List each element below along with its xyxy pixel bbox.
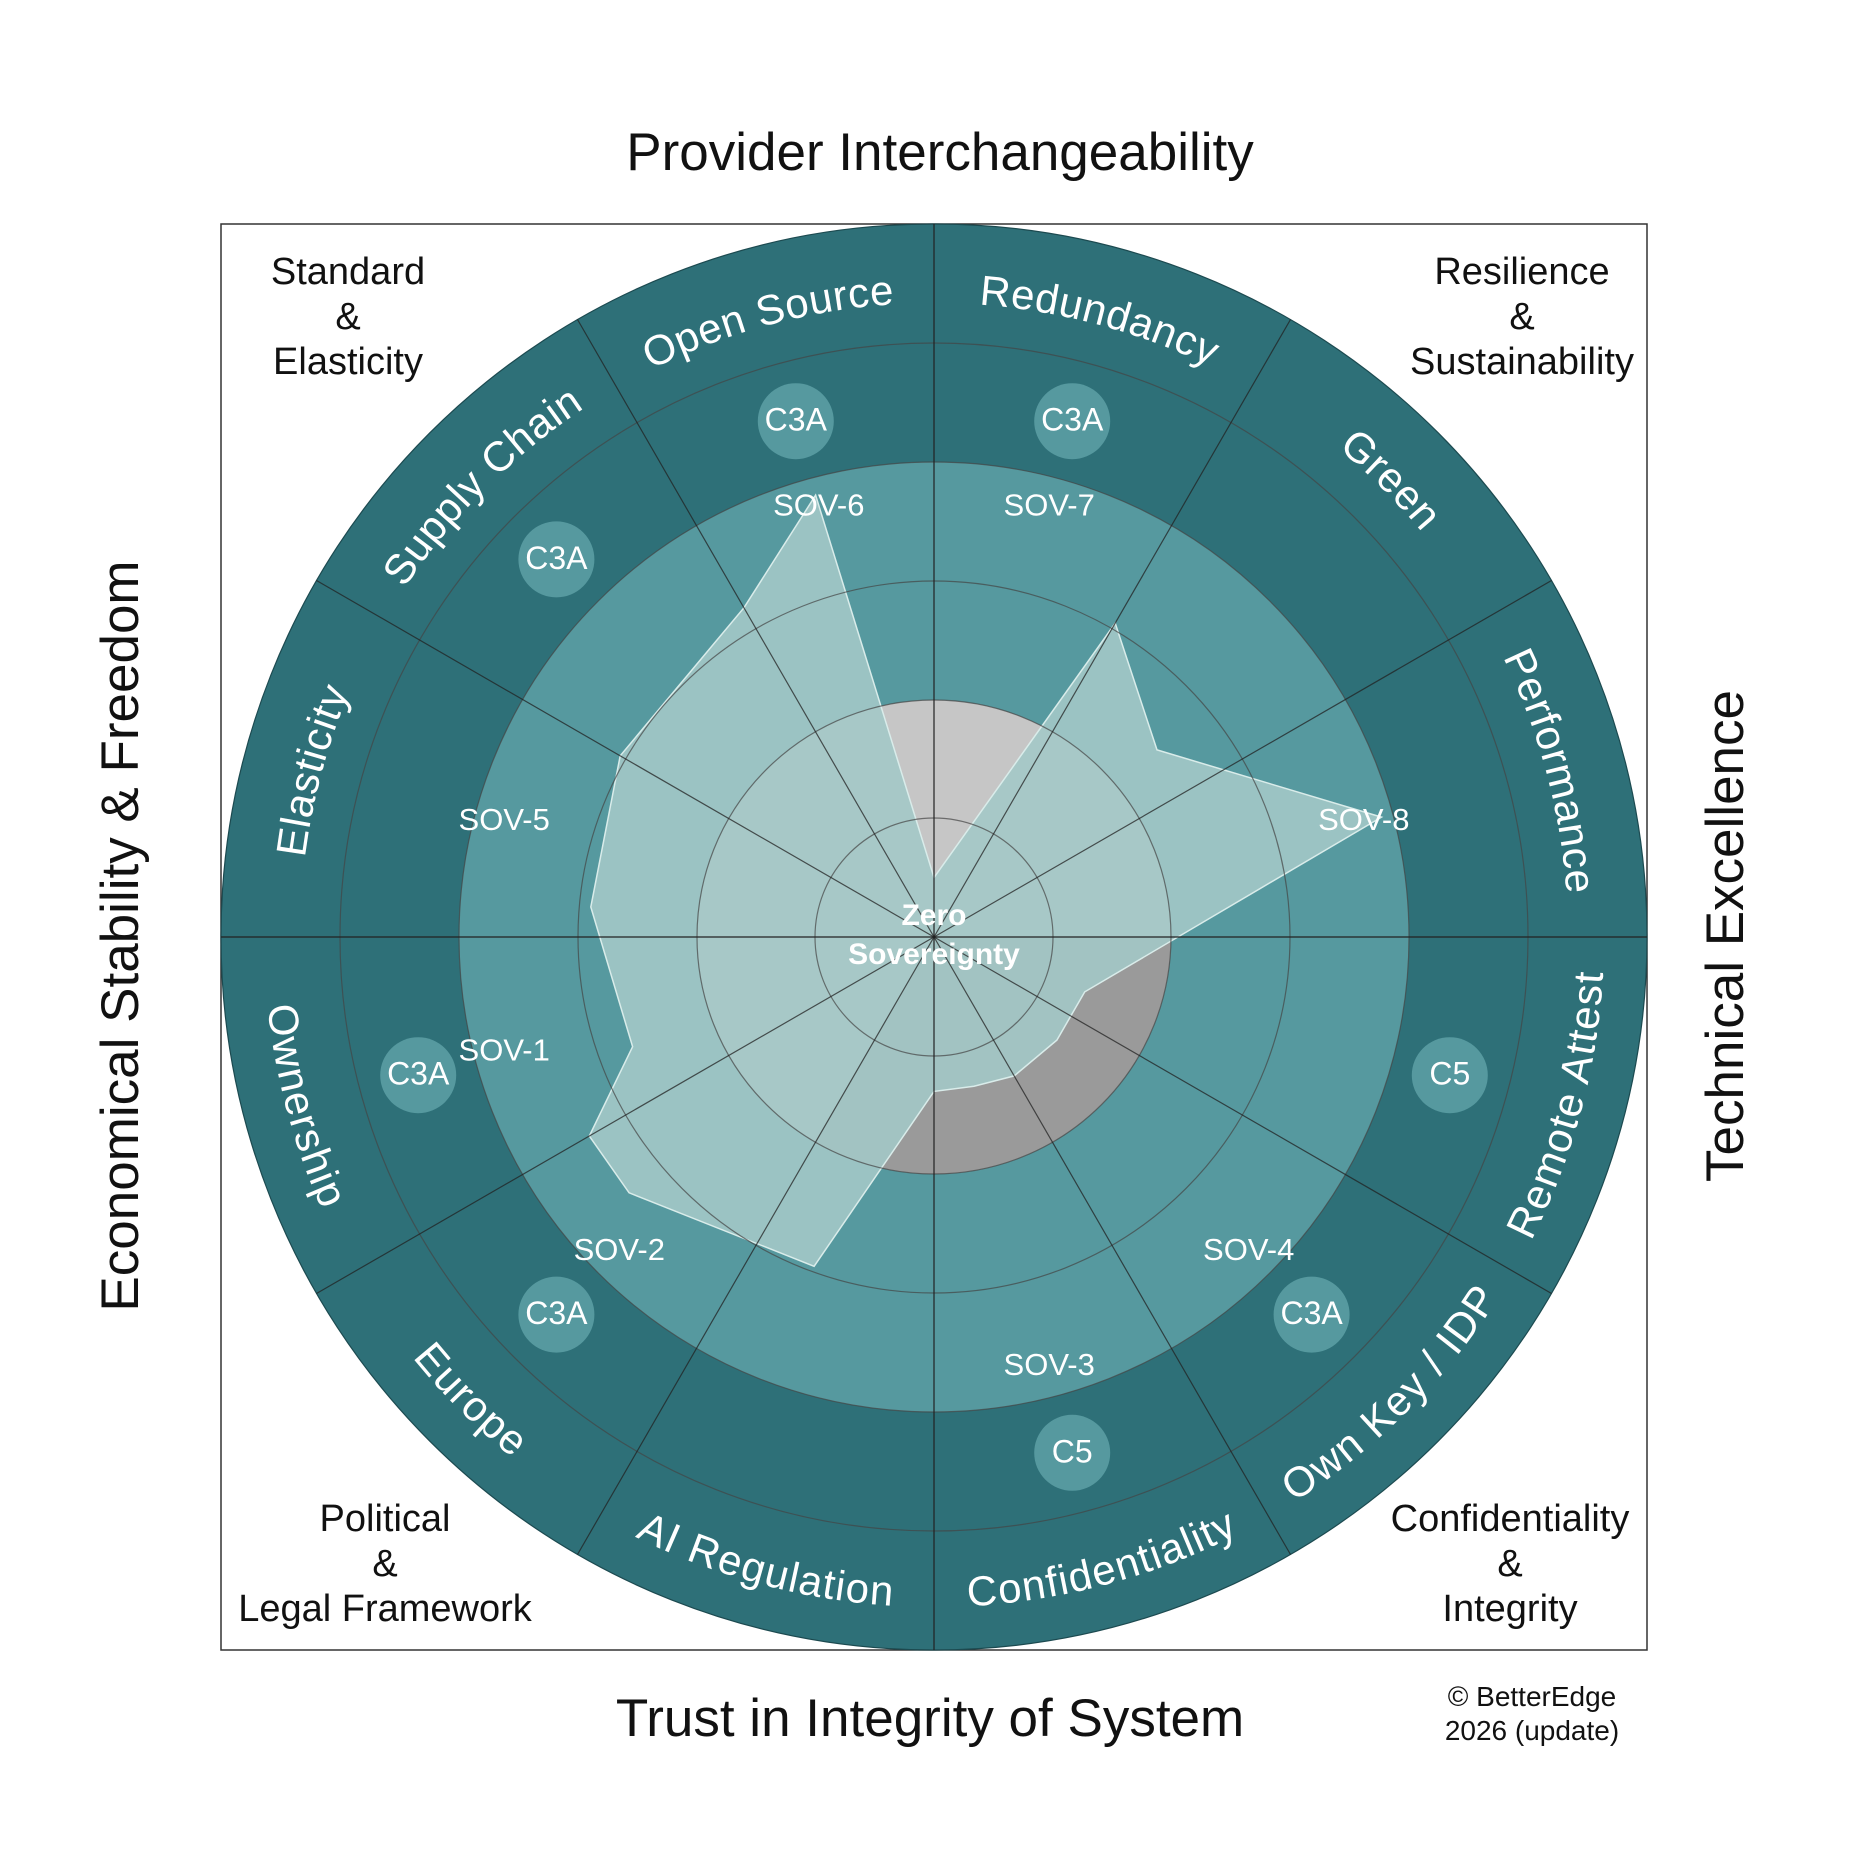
certification-badge-label: C3A: [525, 1295, 588, 1331]
sector-divider-line: [576, 319, 935, 938]
sov-label: SOV-6: [773, 487, 864, 522]
corner-label-bottom-left-line2: &: [372, 1543, 397, 1585]
center-label-line2: Sovereignty: [848, 938, 1020, 971]
axis-title-bottom: Trust in Integrity of System: [616, 1689, 1244, 1748]
certification-badge-label: C3A: [1280, 1295, 1343, 1331]
corner-label-top-right-line3: Sustainability: [1410, 341, 1634, 383]
certification-badge: [380, 1037, 457, 1114]
certification-badge-label: C3A: [525, 540, 588, 576]
copyright-line1: © BetterEdge: [1448, 1681, 1617, 1712]
certification-badge: [518, 1276, 595, 1353]
certification-badge-label: C3A: [1041, 402, 1104, 438]
corner-label-bottom-right: Confidentiality & Integrity: [1391, 1498, 1630, 1630]
corner-label-bottom-right-line1: Confidentiality: [1391, 1498, 1630, 1540]
sector-divider-lines: [221, 224, 1647, 1650]
sector-divider-line: [933, 936, 1552, 1295]
sector-divider-line: [576, 936, 935, 1555]
sector-divider-line: [933, 936, 1292, 1555]
certification-badge: [1273, 1276, 1350, 1353]
sector-divider-line: [316, 936, 935, 1295]
corner-label-top-right-line2: &: [1509, 296, 1534, 338]
corner-label-bottom-right-line3: Integrity: [1442, 1588, 1577, 1630]
sector-divider-line: [933, 319, 1292, 938]
sov-label: SOV-4: [1203, 1232, 1294, 1267]
corner-label-bottom-left: Political & Legal Framework: [238, 1498, 533, 1630]
certification-badge: [757, 383, 834, 460]
axis-title-top: Provider Interchangeability: [626, 123, 1254, 182]
center-label-line1: Zero: [901, 899, 966, 932]
sov-label: SOV-2: [574, 1232, 665, 1267]
certification-badge-label: C3A: [387, 1056, 450, 1092]
certification-badge: [518, 521, 595, 598]
corner-label-top-left-line1: Standard: [271, 251, 425, 293]
certification-badge: [1034, 383, 1111, 460]
sov-label: SOV-8: [1318, 802, 1409, 837]
corner-label-bottom-right-line2: &: [1497, 1543, 1522, 1585]
axis-title-right: Technical Excellence: [1696, 690, 1755, 1182]
certification-badge: [1034, 1414, 1111, 1491]
sov-label: SOV-7: [1004, 487, 1095, 522]
sov-label: SOV-1: [459, 1032, 550, 1067]
sov-label: SOV-3: [1004, 1347, 1095, 1382]
corner-label-top-left-line2: &: [335, 296, 360, 338]
corner-label-top-right: Resilience & Sustainability: [1410, 251, 1634, 383]
certification-badge: [1411, 1037, 1488, 1114]
certification-badge-label: C3A: [765, 402, 828, 438]
sector-divider-line: [316, 579, 935, 938]
corner-label-top-left: Standard & Elasticity: [271, 251, 425, 383]
corner-label-top-right-line1: Resilience: [1434, 251, 1609, 293]
sov-label: SOV-5: [459, 802, 550, 837]
axis-title-left: Economical Stability & Freedom: [91, 560, 150, 1311]
copyright-line2: 2026 (update): [1445, 1715, 1619, 1746]
corner-label-bottom-left-line3: Legal Framework: [238, 1588, 533, 1630]
corner-label-top-left-line3: Elasticity: [273, 341, 423, 383]
score-polygon: [588, 493, 1384, 1268]
certification-badge-label: C5: [1429, 1056, 1470, 1092]
corner-label-bottom-left-line1: Political: [320, 1498, 451, 1540]
sector-divider-line: [933, 579, 1552, 938]
certification-badge-label: C5: [1052, 1433, 1093, 1469]
